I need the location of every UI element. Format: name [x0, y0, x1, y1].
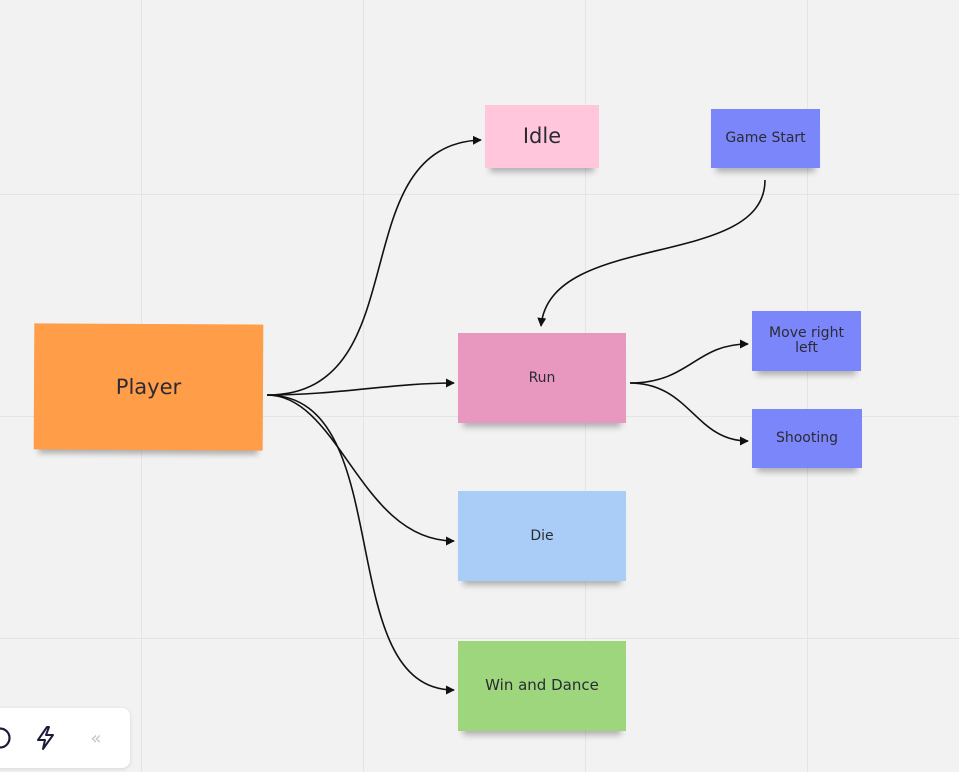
edge-player-win[interactable]	[266, 394, 455, 695]
bottom-toolbar: «	[0, 708, 130, 768]
collapse-icon[interactable]: «	[80, 722, 112, 754]
node-player-label: Player	[115, 374, 182, 400]
node-shooting[interactable]: Shooting	[752, 409, 862, 468]
node-shooting-label: Shooting	[775, 430, 839, 447]
edge-gamestart-run[interactable]	[537, 179, 766, 327]
node-die-label: Die	[530, 527, 554, 544]
collapse-glyph: «	[90, 727, 102, 749]
node-move-label: Move right left	[769, 326, 844, 355]
node-move-label-line1: Move right	[769, 325, 844, 342]
node-die[interactable]: Die	[458, 491, 626, 581]
edge-player-run[interactable]	[266, 378, 455, 396]
node-idle-label: Idle	[522, 124, 562, 149]
node-win-label: Win and Dance	[485, 676, 599, 695]
node-move-right-left[interactable]: Move right left	[752, 311, 861, 371]
node-run[interactable]: Run	[458, 333, 626, 423]
node-idle[interactable]: Idle	[485, 105, 599, 168]
node-run-label: Run	[528, 369, 556, 386]
node-game-start-label: Game Start	[725, 130, 806, 147]
node-win-and-dance[interactable]: Win and Dance	[458, 641, 626, 731]
node-player[interactable]: Player	[33, 323, 264, 451]
node-game-start[interactable]: Game Start	[711, 109, 820, 168]
lightning-icon[interactable]	[30, 722, 62, 754]
node-move-label-line2: left	[795, 340, 818, 356]
edge-player-die[interactable]	[266, 394, 455, 546]
edge-run-move[interactable]	[629, 339, 749, 384]
circle-tool-icon[interactable]	[0, 722, 16, 754]
edge-run-shooting[interactable]	[629, 382, 749, 446]
edge-player-idle[interactable]	[266, 135, 482, 396]
